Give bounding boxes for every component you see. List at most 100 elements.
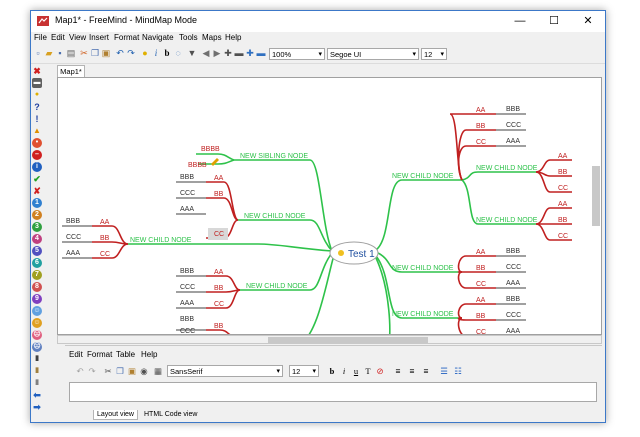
editor-font-select[interactable]: SansSerif ▾ xyxy=(167,365,283,377)
underline-icon[interactable]: u xyxy=(353,366,359,376)
traffic-light-icon[interactable]: ▮ xyxy=(35,355,39,362)
zoom-select[interactable]: 100% ▾ xyxy=(269,48,325,60)
cross-icon[interactable]: ✘ xyxy=(33,186,41,196)
editor-font-size-select[interactable]: 12 ▾ xyxy=(289,365,319,377)
tab-map1[interactable]: Map1* xyxy=(57,65,85,77)
priority-9-icon[interactable]: 9 xyxy=(32,294,42,304)
paste-icon[interactable]: ▣ xyxy=(101,48,111,58)
node-aaa[interactable]: AAA xyxy=(180,300,194,307)
node-bb[interactable]: BB xyxy=(558,169,568,176)
node-bbb[interactable]: BBB xyxy=(66,218,80,225)
remove-icon[interactable]: ✖ xyxy=(33,66,41,76)
node-aa[interactable]: AA xyxy=(476,297,486,304)
menu-maps[interactable]: Maps xyxy=(202,33,222,42)
undo-icon[interactable]: ↶ xyxy=(116,48,124,58)
bold-icon[interactable]: b xyxy=(164,48,170,58)
print-icon[interactable]: ▤ xyxy=(66,48,76,58)
priority-3-icon[interactable]: 3 xyxy=(32,222,42,232)
node-cc[interactable]: CC xyxy=(476,329,486,335)
numbered-list-icon[interactable]: ☷ xyxy=(454,366,462,376)
node-bbb[interactable]: BBB xyxy=(506,106,520,113)
note-text-area[interactable] xyxy=(69,382,597,402)
priority-1-icon[interactable]: 1 xyxy=(32,198,42,208)
menu-view[interactable]: View xyxy=(69,33,87,42)
node-aa[interactable]: AA xyxy=(214,269,224,276)
clear-format-icon[interactable]: ⊘ xyxy=(376,366,384,376)
warning-icon[interactable]: ▲ xyxy=(33,126,41,135)
node-right-child-1b[interactable]: NEW CHILD NODE xyxy=(476,217,538,224)
note-icon[interactable]: ◌ xyxy=(175,48,181,58)
bulb-icon[interactable]: ● xyxy=(142,48,148,58)
exclamation-icon[interactable]: ! xyxy=(35,114,39,124)
cut-icon[interactable]: ✂ xyxy=(80,48,88,58)
menu-insert[interactable]: Insert xyxy=(89,33,110,42)
redo-icon[interactable]: ↷ xyxy=(127,48,135,58)
node-cc[interactable]: CC xyxy=(558,233,568,240)
bold-icon[interactable]: b xyxy=(329,366,335,376)
find-icon[interactable]: ◉ xyxy=(140,366,148,376)
editor-menu-edit[interactable]: Edit xyxy=(69,350,83,359)
node-bb[interactable]: BB xyxy=(558,217,568,224)
node-bb[interactable]: BB xyxy=(100,235,110,242)
tab-layout-view[interactable]: Layout view xyxy=(93,410,138,420)
trash-icon[interactable]: ▬ xyxy=(32,78,42,88)
question-icon[interactable]: ? xyxy=(34,102,40,112)
node-cc[interactable]: CC xyxy=(476,139,486,146)
node-ccc[interactable]: CCC xyxy=(506,264,521,271)
check-icon[interactable]: ✔ xyxy=(33,174,41,184)
node-right-child-3[interactable]: NEW CHILD NODE xyxy=(392,311,454,318)
node-left-child-3[interactable]: NEW CHILD NODE xyxy=(246,283,308,290)
editor-menu-help[interactable]: Help xyxy=(141,350,158,359)
font-select[interactable]: Segoe UI ▾ xyxy=(327,48,419,60)
font-size-select[interactable]: 12 ▾ xyxy=(421,48,447,60)
node-cc[interactable]: CC xyxy=(214,301,224,308)
italic-icon[interactable]: i xyxy=(342,366,346,376)
node-bb[interactable]: BB xyxy=(476,265,486,272)
node-ccc[interactable]: CCC xyxy=(506,312,521,319)
node-aaa[interactable]: AAA xyxy=(180,206,194,213)
close-button[interactable]: ✕ xyxy=(583,15,593,27)
node-bbb[interactable]: BBB xyxy=(180,268,194,275)
zoom-minus-icon[interactable]: ▬ xyxy=(234,48,244,58)
node-aaa[interactable]: AAA xyxy=(506,280,520,287)
editor-menu-table[interactable]: Table xyxy=(116,350,136,359)
node-aaa[interactable]: AAA xyxy=(506,138,520,145)
node-left-child-2[interactable]: NEW CHILD NODE xyxy=(130,237,192,244)
node-aaa[interactable]: AAA xyxy=(66,250,80,257)
tab-html-code-view[interactable]: HTML Code view xyxy=(144,411,198,418)
node-bb[interactable]: BB xyxy=(214,285,224,292)
no-entry-icon[interactable]: – xyxy=(32,150,42,160)
node-ccc[interactable]: CCC xyxy=(180,284,195,291)
image-icon[interactable]: ▦ xyxy=(153,366,163,376)
priority-2-icon[interactable]: 2 xyxy=(32,210,42,220)
priority-7-icon[interactable]: 7 xyxy=(32,270,42,280)
menu-edit[interactable]: Edit xyxy=(51,33,65,42)
node-aa[interactable]: AA xyxy=(476,107,486,114)
align-center-icon[interactable]: ≡ xyxy=(409,366,415,376)
node-cc[interactable]: CC xyxy=(100,251,110,258)
redo-icon[interactable]: ↷ xyxy=(88,366,96,376)
node-right-child-1a[interactable]: NEW CHILD NODE xyxy=(476,165,538,172)
node-cc[interactable]: CC xyxy=(558,185,568,192)
priority-4-icon[interactable]: 4 xyxy=(32,234,42,244)
pen-icon[interactable]: ▮ xyxy=(35,379,39,386)
zoom-out-icon[interactable]: ▬ xyxy=(256,48,266,58)
smiley-angry-icon[interactable]: ☹ xyxy=(32,330,42,340)
node-left-child-1[interactable]: NEW CHILD NODE xyxy=(244,213,306,220)
copy-icon[interactable]: ❐ xyxy=(116,366,124,376)
node-ccc[interactable]: CCC xyxy=(180,328,195,335)
node-new-sibling[interactable]: NEW SIBLING NODE xyxy=(240,153,308,160)
node-bb[interactable]: BB xyxy=(214,323,224,330)
bulb-icon[interactable]: ● xyxy=(34,91,40,98)
stop-icon[interactable]: • xyxy=(32,138,42,148)
italic-icon[interactable]: i xyxy=(154,48,158,58)
node-ccc[interactable]: CCC xyxy=(66,234,81,241)
node-ccc[interactable]: CCC xyxy=(506,122,521,129)
root-node[interactable] xyxy=(329,241,379,265)
priority-6-icon[interactable]: 6 xyxy=(32,258,42,268)
cut-icon[interactable]: ✂ xyxy=(104,366,112,376)
open-folder-icon[interactable]: ▰ xyxy=(45,48,53,58)
text-color-icon[interactable]: T xyxy=(365,366,371,376)
align-right-icon[interactable]: ≡ xyxy=(423,366,429,376)
align-left-icon[interactable]: ≡ xyxy=(395,366,401,376)
